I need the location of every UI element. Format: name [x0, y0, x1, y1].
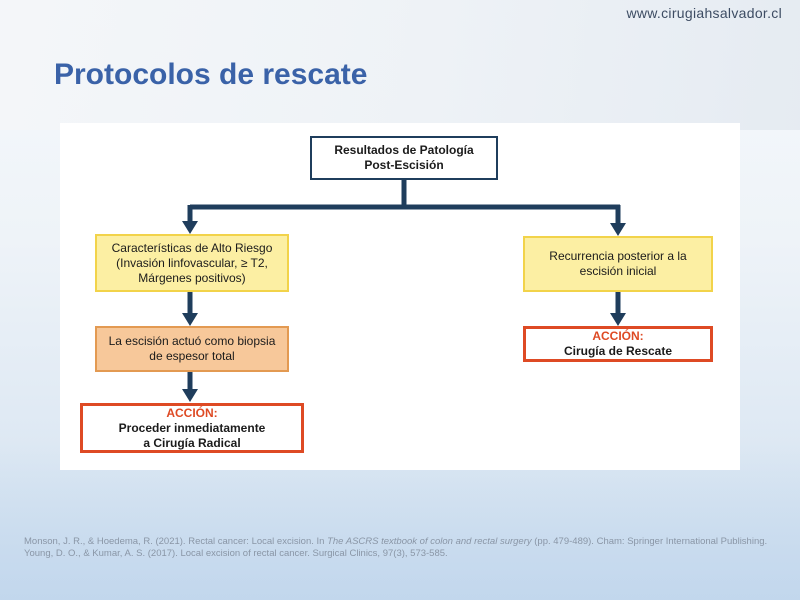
flowchart-panel: Resultados de Patología Post-Escisión Ca… — [60, 123, 740, 470]
action-salvage-text: Cirugía de Rescate — [563, 344, 673, 358]
node-recurrence-line2: escisión inicial — [579, 264, 657, 278]
action-keyword: ACCIÓN: — [592, 329, 644, 343]
node-high-risk-line3: Márgenes positivos) — [138, 270, 246, 285]
arrowhead-rec-to-action — [610, 313, 626, 326]
arrowhead-right-branch — [610, 223, 626, 236]
flowchart-connectors — [182, 180, 626, 402]
action-radical-text1: Proceder inmediatamente — [118, 420, 266, 435]
node-excisional-biopsy-line1: La escisión actuó como biopsia — [108, 334, 276, 348]
node-action-radical-surgery: ACCIÓN: Proceder inmediatamente a Cirugí… — [80, 403, 304, 453]
reference-1-publisher: (pp. 479-489). Cham: Springer Internatio… — [531, 536, 768, 547]
background-header — [0, 0, 800, 130]
node-recurrence: Recurrencia posterior a la escisión inic… — [523, 236, 713, 292]
node-pathology-results: Resultados de Patología Post-Escisión — [310, 136, 498, 180]
action-keyword: ACCIÓN: — [166, 405, 218, 420]
node-excisional-biopsy-line2: de espesor total — [149, 349, 235, 363]
node-pathology-results-line1: Resultados de Patología — [334, 143, 474, 157]
reference-2: Young, D. O., & Kumar, A. S. (2017). Loc… — [24, 548, 448, 559]
arrowhead-high-to-biopsy — [182, 313, 198, 326]
slide-title: Protocolos de rescate — [54, 58, 368, 91]
references: Monson, J. R., & Hoedema, R. (2021). Rec… — [24, 536, 784, 560]
arrowhead-left-branch — [182, 221, 198, 234]
site-url: www.cirugiahsalvador.cl — [626, 5, 782, 21]
action-radical-line1: ACCIÓN: Proceder inmediatamente — [119, 406, 266, 436]
action-radical-text2: a Cirugía Radical — [143, 435, 241, 450]
reference-1-book-title: The ASCRS textbook of colon and rectal s… — [327, 536, 532, 547]
node-action-salvage-surgery: ACCIÓN: Cirugía de Rescate — [523, 326, 713, 362]
reference-1: Monson, J. R., & Hoedema, R. (2021). Rec… — [24, 536, 784, 548]
node-recurrence-line1: Recurrencia posterior a la — [549, 249, 687, 263]
reference-1-authors: Monson, J. R., & Hoedema, R. (2021). Rec… — [24, 536, 328, 547]
node-high-risk-line2: (Invasión linfovascular, ≥ T2, — [116, 255, 268, 270]
action-salvage-line: ACCIÓN: Cirugía de Rescate — [564, 329, 672, 359]
node-excisional-biopsy: La escisión actuó como biopsia de espeso… — [95, 326, 289, 372]
node-high-risk: Características de Alto Riesgo (Invasión… — [95, 234, 289, 292]
node-high-risk-line1: Características de Alto Riesgo — [111, 240, 273, 255]
node-pathology-results-line2: Post-Escisión — [364, 158, 444, 172]
arrowhead-biopsy-to-action — [182, 389, 198, 402]
